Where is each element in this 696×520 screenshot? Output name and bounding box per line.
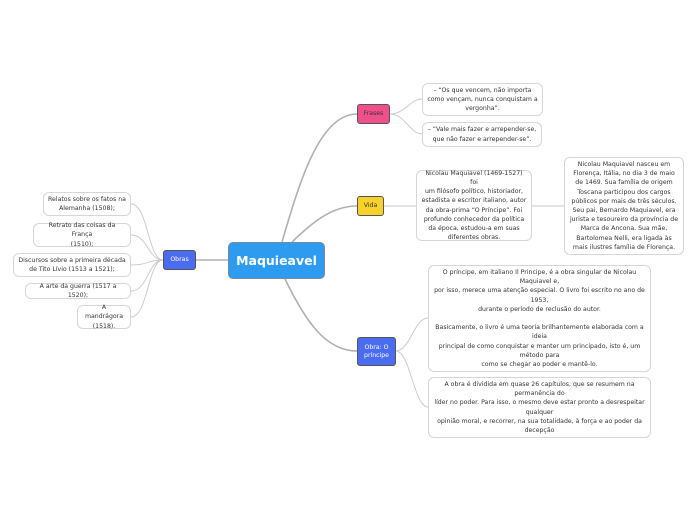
root-node[interactable]: Maquieavel [228, 242, 325, 279]
branch-frases[interactable]: Frases [357, 104, 390, 124]
branch-vida-label: Vida [363, 202, 378, 209]
leaf-obras-4-text: A arte da guerra (1517 a 1520); [39, 282, 117, 299]
branch-obra[interactable]: Obra: O príncipe [357, 337, 396, 366]
leaf-frase-1-text: – “Os que vencem, não importa como vença… [427, 86, 538, 113]
link-obra-2 [395, 350, 429, 408]
leaf-obras-1-text: Relatos sobre os fatos na Alemanha (1508… [48, 195, 126, 212]
leaf-vida-2-text: Nicolau Maquiavel nasceu em Florença, It… [569, 160, 679, 251]
link-root-obra [284, 278, 358, 352]
leaf-obra-2[interactable]: A obra é dividida em quase 26 capítulos,… [428, 377, 651, 438]
leaf-vida-2[interactable]: Nicolau Maquiavel nasceu em Florença, It… [564, 157, 684, 255]
leaf-obras-2[interactable]: Retrato das coisas da França (1510); [33, 222, 131, 248]
leaf-obras-5[interactable]: A mandrágora (1518). [77, 304, 131, 330]
branch-frases-label: Frases [363, 110, 384, 117]
branch-obra-label: Obra: O príncipe [364, 343, 389, 359]
leaf-vida-1-text: Nicolau Maquiavel (1469-1527) foi um fil… [421, 169, 527, 242]
link-obras-5 [130, 259, 164, 318]
link-root-vida [291, 205, 358, 243]
leaf-obra-1-text: O príncipe, em italiano Il Principe, é a… [434, 268, 645, 368]
leaf-obras-1[interactable]: Relatos sobre os fatos na Alemanha (1508… [43, 192, 131, 216]
link-frases-1 [389, 98, 423, 115]
leaf-obras-3-text: Discursos sobre a primeira década de Tit… [18, 256, 126, 273]
link-obras-2 [130, 234, 164, 261]
leaf-frase-2-text: – “Vale mais fazer e arrepender-se, que … [427, 126, 537, 143]
leaf-obra-1[interactable]: O príncipe, em italiano Il Principe, é a… [428, 265, 651, 372]
leaf-frase-2[interactable]: – “Vale mais fazer e arrepender-se, que … [422, 122, 542, 147]
link-obra-1 [395, 317, 429, 352]
leaf-vida-1[interactable]: Nicolau Maquiavel (1469-1527) foi um fil… [416, 170, 532, 241]
leaf-frase-1[interactable]: – “Os que vencem, não importa como vença… [422, 83, 543, 116]
link-obras-1 [130, 203, 164, 261]
link-frases-2 [389, 113, 423, 135]
branch-obras[interactable]: Obras [163, 250, 196, 270]
leaf-obras-4[interactable]: A arte da guerra (1517 a 1520); [25, 283, 131, 299]
leaf-obras-2-text: Retrato das coisas da França (1510); [48, 222, 116, 248]
root-label: Maquieavel [236, 253, 317, 268]
branch-obras-label: Obras [170, 256, 189, 263]
link-root-frases [281, 113, 358, 243]
leaf-obra-2-text: A obra é dividida em quase 26 capítulos,… [434, 380, 645, 434]
branch-vida[interactable]: Vida [357, 196, 384, 216]
leaf-obras-3[interactable]: Discursos sobre a primeira década de Tit… [13, 253, 131, 277]
leaf-obras-5-text: A mandrágora (1518). [84, 304, 124, 330]
